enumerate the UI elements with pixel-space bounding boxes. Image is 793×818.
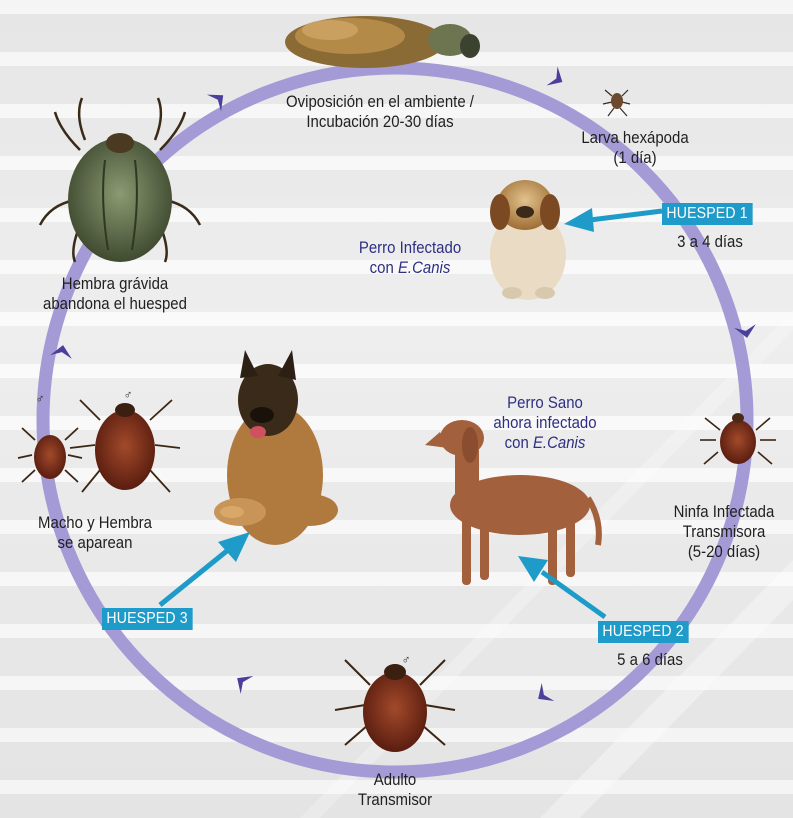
healthy-dog-line-3: con E.Canis [479, 433, 611, 453]
host3-arrow-icon [160, 532, 250, 605]
larva-tick-icon [603, 90, 630, 116]
female-line-1: Hembra grávida [18, 274, 212, 294]
female-line-2: abandona el huesped [18, 294, 212, 314]
nymph-label: Ninfa Infectada Transmisora (5-20 días) [663, 502, 784, 562]
shepherd-dog-icon [214, 350, 338, 545]
larva-line-1: Larva hexápoda [569, 128, 701, 148]
oviposition-label: Oviposición en el ambiente / Incubación … [266, 92, 495, 132]
adult-line-2: Transmisor [329, 790, 461, 810]
engorged-female-tick-icon [40, 98, 200, 262]
larva-line-2: (1 día) [569, 148, 701, 168]
mating-line-1: Macho y Hembra [20, 513, 170, 533]
host1-arrow-icon [564, 208, 662, 232]
healthy-dog-line-2: ahora infectado [479, 413, 611, 433]
oviposition-line-2: Incubación 20-30 días [266, 112, 495, 132]
female-label: Hembra grávida abandona el huesped [18, 274, 212, 314]
mating-line-2: se aparean [20, 533, 170, 553]
adult-line-1: Adulto [329, 770, 461, 790]
infected-dog-label: Perro Infectado con E.Canis [348, 238, 471, 278]
infected-dog-line-1: Perro Infectado [348, 238, 471, 258]
host2-days: 5 a 6 días [597, 650, 703, 670]
small-dog-icon [490, 180, 566, 300]
larva-label: Larva hexápoda (1 día) [569, 128, 701, 168]
chevron-icon [532, 683, 554, 708]
egg-mass-icon [285, 16, 480, 68]
host1-days: 3 a 4 días [657, 232, 763, 252]
host2-tag: HUESPED 2 [598, 621, 688, 643]
healthy-dog-line-1: Perro Sano [479, 393, 611, 413]
adult-label: Adulto Transmisor [329, 770, 461, 810]
chevron-icon [547, 66, 568, 91]
host3-tag: HUESPED 3 [102, 608, 192, 630]
male-symbol-mating: ♂ [31, 389, 49, 409]
nymph-line-1: Ninfa Infectada [663, 502, 784, 522]
nymph-line-2: Transmisora [663, 522, 784, 542]
mating-label: Macho y Hembra se aparean [20, 513, 170, 553]
nymph-tick-icon [700, 413, 776, 464]
female-symbol-mating: ♂ [119, 385, 137, 405]
oviposition-line-1: Oviposición en el ambiente / [266, 92, 495, 112]
nymph-line-3: (5-20 días) [663, 542, 784, 562]
host1-tag: HUESPED 1 [662, 203, 752, 225]
adult-tick-icon [335, 660, 455, 752]
infected-dog-line-2: con E.Canis [348, 258, 471, 278]
chevron-icon [231, 669, 253, 694]
healthy-dog-label: Perro Sano ahora infectado con E.Canis [479, 393, 611, 453]
male-symbol-adult: ♂ [397, 650, 415, 670]
